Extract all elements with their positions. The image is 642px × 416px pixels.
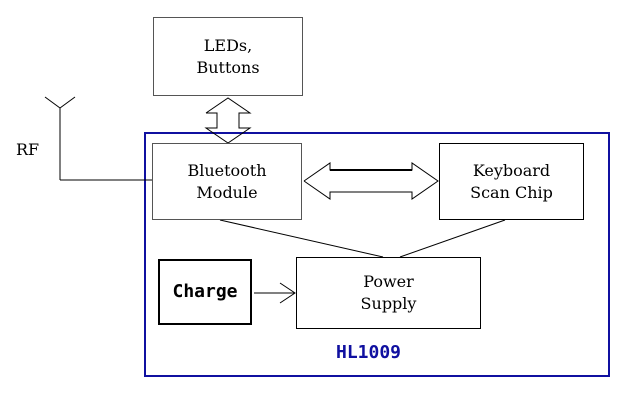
kb-to-power-line xyxy=(399,219,506,258)
keyboard-scan-chip-block: Keyboard Scan Chip xyxy=(439,143,584,220)
rf-label: RF xyxy=(16,140,40,159)
vertical-double-arrow xyxy=(204,97,252,144)
hl1009-label: HL1009 xyxy=(336,342,402,363)
horizontal-double-arrow xyxy=(303,162,439,200)
bluetooth-line1: Bluetooth xyxy=(187,160,267,180)
charge-block: Charge xyxy=(158,259,252,325)
bluetooth-line2: Module xyxy=(196,182,258,202)
power-line2: Supply xyxy=(360,294,417,313)
antenna-icon xyxy=(44,96,152,181)
charge-label: Charge xyxy=(172,281,238,302)
power-supply-block: Power Supply xyxy=(296,257,481,329)
leds-buttons-line1: LEDs, xyxy=(203,35,253,55)
power-line1: Power xyxy=(363,272,414,291)
hl1009-enclosure xyxy=(144,132,610,377)
charge-arrow xyxy=(254,282,296,304)
leds-buttons-line2: Buttons xyxy=(196,57,260,77)
bt-to-power-line xyxy=(219,219,384,258)
bluetooth-module-block: Bluetooth Module xyxy=(152,143,302,220)
keyboard-line1: Keyboard xyxy=(472,160,551,180)
leds-buttons-block: LEDs, Buttons xyxy=(153,17,303,96)
keyboard-line2: Scan Chip xyxy=(470,182,553,202)
